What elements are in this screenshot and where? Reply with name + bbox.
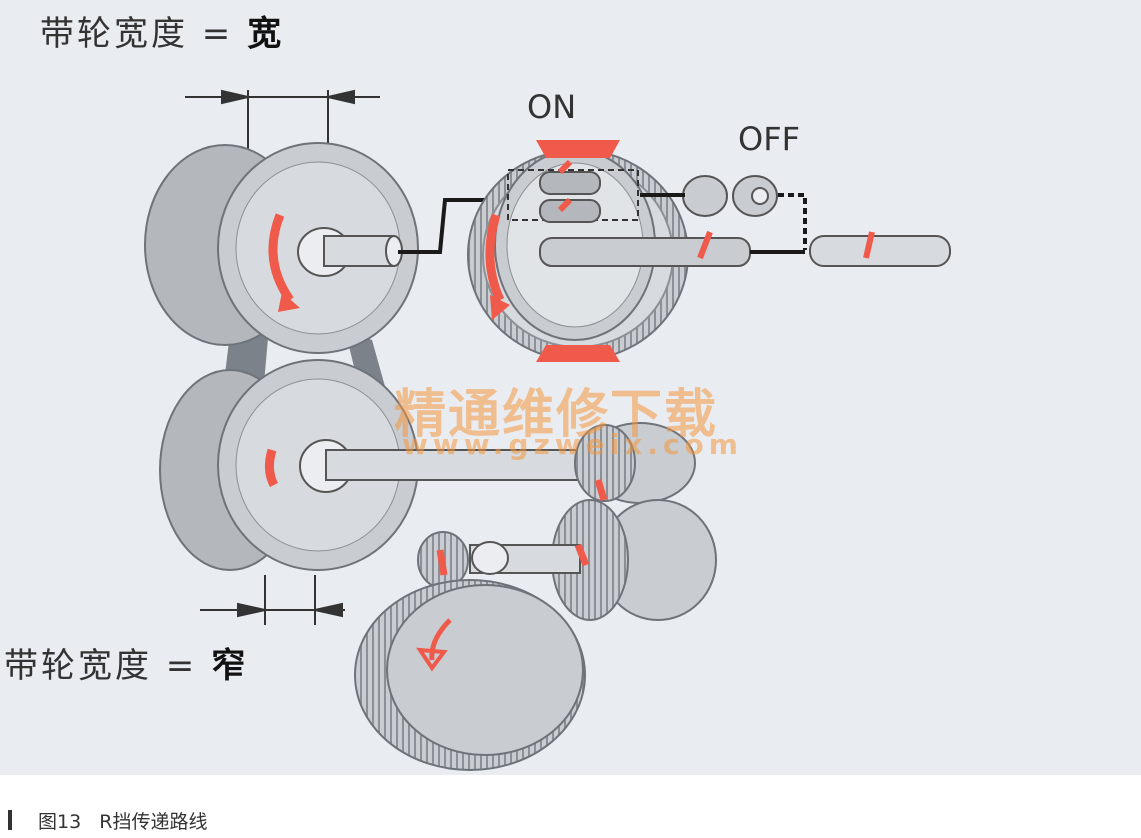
transmission-diagram — [144, 89, 951, 771]
secondary-pulley — [159, 359, 597, 571]
final-drive-gear — [354, 579, 586, 771]
caption-text: 图13 R挡传递路线 — [38, 811, 208, 833]
reverse-brake-pads — [536, 140, 620, 362]
forward-clutch — [640, 175, 807, 254]
watermark-url: www.gzweix.com — [402, 428, 743, 461]
bottom-width-dimension — [200, 575, 345, 625]
reduction-gears — [417, 422, 717, 621]
primary-pulley — [144, 142, 419, 354]
watermark-text: 精通维修下载 — [394, 385, 719, 445]
top-width-value: 宽 — [247, 14, 285, 54]
planetary-gear-set — [467, 149, 751, 361]
top-pulley-width-label: 带轮宽度 = 宽 — [40, 6, 284, 55]
brake-on-label: ON — [527, 88, 577, 126]
diagram-stage: 带轮宽度 = 宽 带轮宽度 = 窄 ON OFF 精通维修下载 www.gzweix… — [0, 0, 1141, 775]
bottom-pulley-width-label: 带轮宽度 = 窄 — [4, 638, 248, 687]
clutch-off-label: OFF — [738, 120, 800, 158]
bottom-width-prefix: 带轮宽度 = — [4, 646, 198, 686]
bottom-width-value: 窄 — [211, 646, 249, 686]
caption-bar — [8, 810, 12, 830]
output-shaft — [697, 230, 951, 267]
top-width-prefix: 带轮宽度 = — [40, 14, 234, 54]
figure-caption: 图13 R挡传递路线 — [0, 804, 1141, 834]
top-width-dimension — [185, 89, 380, 150]
